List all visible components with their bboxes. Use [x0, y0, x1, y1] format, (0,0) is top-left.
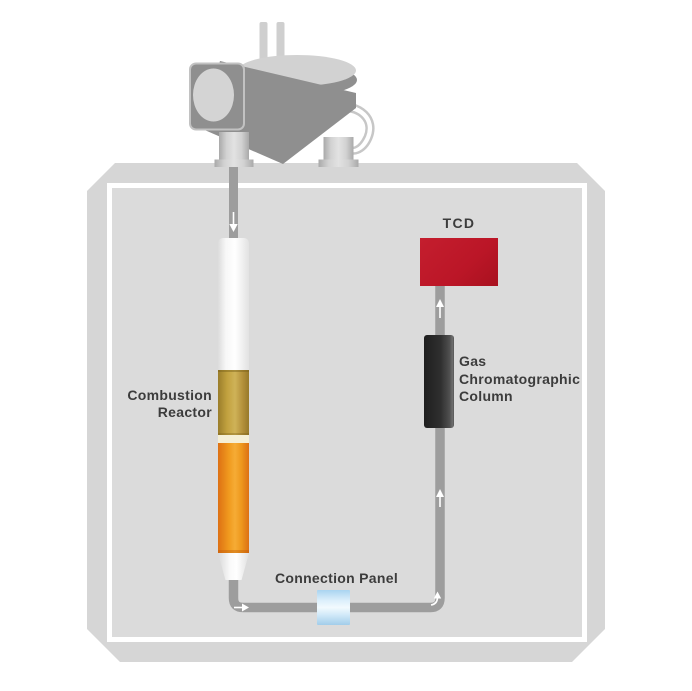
combustion-reactor-label: Combustion Reactor	[127, 387, 212, 420]
injector-pin-icon	[259, 22, 268, 67]
arrow-up-into-tcd-icon	[436, 299, 444, 318]
connection-panel-label: Connection Panel	[274, 570, 399, 586]
injector-window-icon	[193, 68, 234, 122]
reactor-orange-section	[218, 443, 249, 553]
tcd-detector	[420, 238, 498, 286]
tcd-label: TCD	[442, 215, 476, 231]
reactor-gold-section	[218, 370, 249, 435]
transfer-tube	[228, 286, 445, 613]
arrow-up-right-elbow-icon	[430, 591, 442, 606]
injector-foot	[318, 137, 359, 167]
arrow-up-into-column-icon	[436, 489, 444, 507]
injector-assembly	[189, 22, 375, 167]
gc-column-label: Gas Chromatographic Column	[459, 353, 581, 404]
reactor-upper-white-section	[218, 238, 249, 370]
reactor-separator-band	[218, 435, 249, 443]
arrow-down-into-reactor-icon	[229, 212, 238, 232]
injector-foot	[214, 132, 254, 167]
arrow-right-bottom-tube-icon	[234, 603, 249, 612]
gc-column	[424, 335, 454, 428]
connection-panel	[317, 590, 350, 625]
oven-interior	[112, 188, 582, 637]
